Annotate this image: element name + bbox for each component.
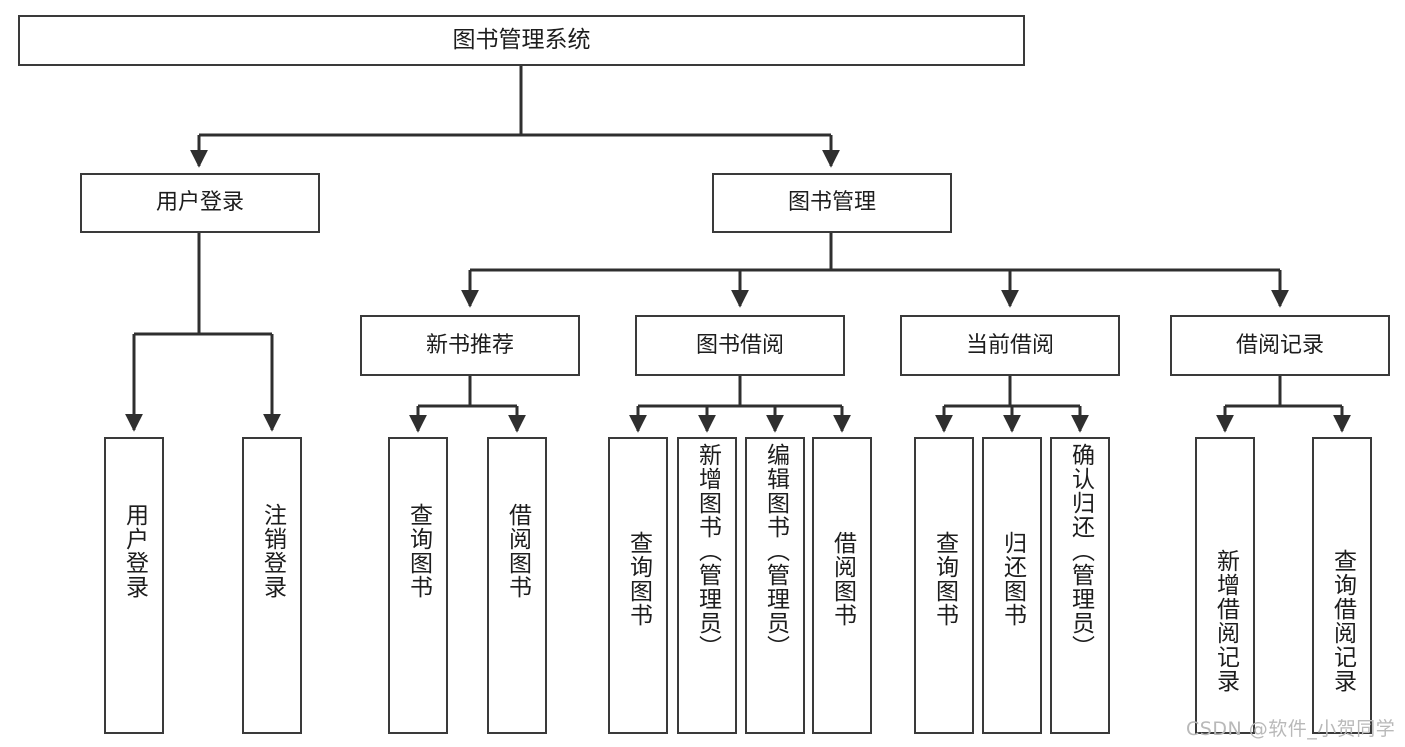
leaf-add-borrow-record[interactable]: 新增借阅记录 <box>1195 437 1255 734</box>
leaf-query-borrow-record[interactable]: 查询借阅记录 <box>1312 437 1372 734</box>
node-label: 新增借阅记录 <box>1212 549 1239 693</box>
node-label: 用户登录 <box>155 190 244 216</box>
node-label: 查询图书 <box>931 531 958 627</box>
node-label: 查询图书 <box>405 503 432 599</box>
node-user-login[interactable]: 用户登录 <box>80 173 320 233</box>
leaf-borrow-book-recommend[interactable]: 借阅图书 <box>487 437 547 734</box>
leaf-borrow-book[interactable]: 借阅图书 <box>812 437 872 734</box>
leaf-query-book-current[interactable]: 查询图书 <box>914 437 974 734</box>
node-root-system[interactable]: 图书管理系统 <box>18 15 1025 66</box>
node-label: 借阅图书 <box>504 503 531 599</box>
node-label: 图书借阅 <box>695 332 784 358</box>
leaf-edit-book-admin[interactable]: 编辑图书（管理员） <box>745 437 805 734</box>
node-label: 编辑图书（管理员） <box>762 443 789 659</box>
node-label: 查询图书 <box>625 531 652 627</box>
node-label: 新书推荐 <box>425 332 514 358</box>
leaf-query-book-recommend[interactable]: 查询图书 <box>388 437 448 734</box>
node-label: 注销登录 <box>259 503 286 599</box>
node-current-borrow[interactable]: 当前借阅 <box>900 315 1120 376</box>
node-book-management[interactable]: 图书管理 <box>712 173 952 233</box>
leaf-query-book-borrow[interactable]: 查询图书 <box>608 437 668 734</box>
node-label: 当前借阅 <box>965 332 1054 358</box>
node-label: 借阅记录 <box>1235 332 1324 358</box>
node-label: 新增图书（管理员） <box>694 443 721 659</box>
node-label: 图书管理 <box>787 190 876 216</box>
node-label: 用户登录 <box>121 503 148 599</box>
leaf-return-book[interactable]: 归还图书 <box>982 437 1042 734</box>
node-borrow-record[interactable]: 借阅记录 <box>1170 315 1390 376</box>
node-new-book-recommend[interactable]: 新书推荐 <box>360 315 580 376</box>
node-book-borrow[interactable]: 图书借阅 <box>635 315 845 376</box>
leaf-add-book-admin[interactable]: 新增图书（管理员） <box>677 437 737 734</box>
leaf-user-login[interactable]: 用户登录 <box>104 437 164 734</box>
leaf-logout[interactable]: 注销登录 <box>242 437 302 734</box>
node-label: 借阅图书 <box>829 531 856 627</box>
node-label: 图书管理系统 <box>452 26 591 53</box>
node-label: 确认归还（管理员） <box>1067 443 1094 659</box>
node-label: 查询借阅记录 <box>1329 549 1356 693</box>
leaf-confirm-return-admin[interactable]: 确认归还（管理员） <box>1050 437 1110 734</box>
watermark: CSDN @软件_小贺同学 <box>1186 718 1396 740</box>
node-label: 归还图书 <box>999 531 1026 627</box>
